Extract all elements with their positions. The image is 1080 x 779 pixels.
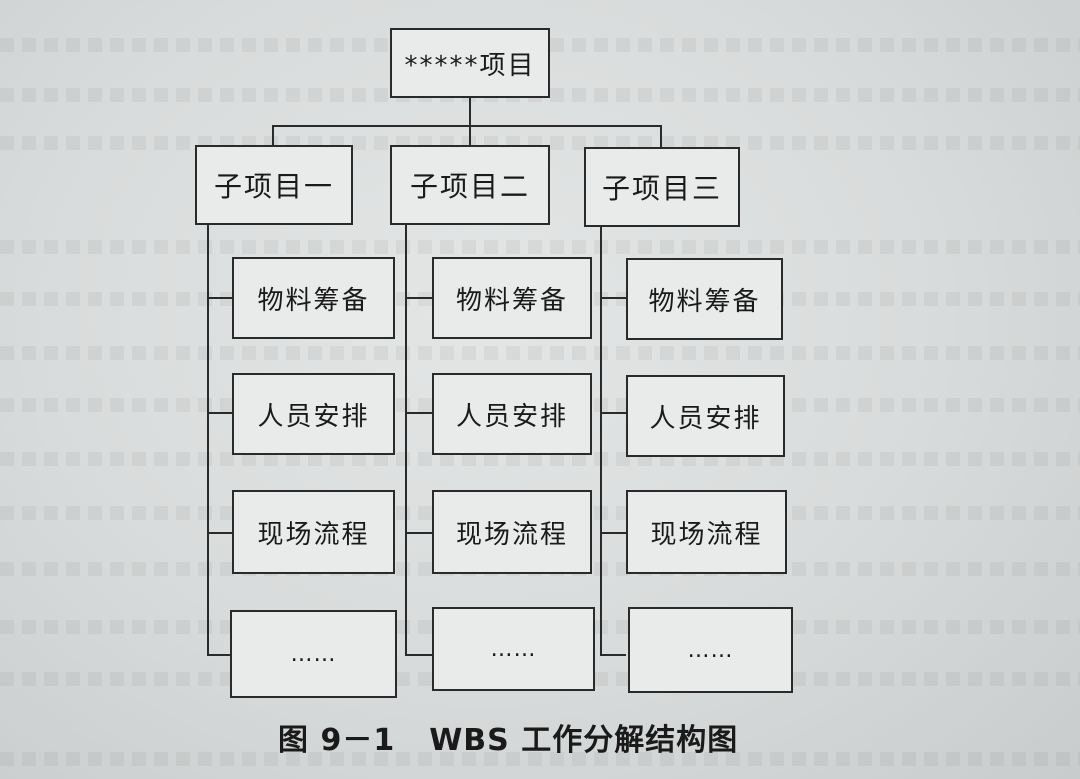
connector-line [600, 412, 626, 414]
task-node: 物料筹备 [432, 257, 592, 339]
subproject-label: 子项目三 [601, 172, 722, 205]
task-node-ellipsis: …… [432, 607, 595, 691]
task-label: 人员安排 [649, 403, 762, 434]
connector-line [600, 532, 626, 534]
task-node: 人员安排 [626, 375, 785, 457]
connector-line [405, 225, 407, 655]
connector-line [207, 297, 232, 299]
connector-line [405, 297, 432, 299]
task-node: 物料筹备 [232, 257, 395, 339]
subproject-node-3: 子项目三 [584, 147, 740, 227]
root-node-label: *****项目 [404, 50, 536, 81]
task-node: 现场流程 [232, 490, 395, 574]
connector-line [600, 654, 626, 656]
task-label: 物料筹备 [648, 286, 761, 317]
bleed-through-text [0, 240, 1080, 254]
subproject-node-1: 子项目一 [195, 145, 353, 225]
bleed-through-text [0, 346, 1080, 360]
task-node-ellipsis: …… [628, 607, 793, 693]
connector-line [207, 225, 209, 655]
connector-line [207, 532, 232, 534]
subproject-label: 子项目二 [409, 170, 530, 203]
task-label: …… [687, 637, 734, 663]
connector-line [405, 654, 432, 656]
connector-line [600, 227, 602, 655]
task-label: 现场流程 [257, 519, 370, 550]
connector-line [405, 532, 432, 534]
task-label: 物料筹备 [455, 285, 568, 316]
connector-line [207, 654, 232, 656]
task-label: 现场流程 [455, 519, 568, 550]
connector-line [660, 125, 662, 147]
task-label: 现场流程 [650, 519, 763, 550]
connector-line [600, 297, 626, 299]
task-label: 人员安排 [257, 401, 370, 432]
root-node: *****项目 [390, 28, 550, 98]
task-node: 人员安排 [232, 373, 395, 455]
subproject-label: 子项目一 [213, 170, 334, 203]
bleed-through-text [0, 452, 1080, 466]
task-node-ellipsis: …… [230, 610, 397, 698]
task-node: 现场流程 [432, 490, 592, 574]
task-label: …… [490, 636, 537, 662]
connector-line [469, 125, 471, 147]
subproject-node-2: 子项目二 [390, 145, 550, 225]
connector-line [272, 125, 274, 147]
bleed-through-text [0, 752, 1080, 766]
figure-number: 图 9－1 [278, 723, 396, 758]
figure-title: WBS 工作分解结构图 [429, 723, 739, 758]
task-label: 人员安排 [455, 401, 568, 432]
connector-line [405, 412, 432, 414]
task-node: 物料筹备 [626, 258, 783, 340]
connector-line [272, 125, 662, 127]
figure-caption: 图 9－1 WBS 工作分解结构图 [278, 715, 738, 759]
task-node: 现场流程 [626, 490, 787, 574]
connector-line [207, 412, 232, 414]
task-label: …… [290, 641, 337, 667]
task-node: 人员安排 [432, 373, 592, 455]
task-label: 物料筹备 [257, 285, 370, 316]
connector-line [469, 98, 471, 126]
